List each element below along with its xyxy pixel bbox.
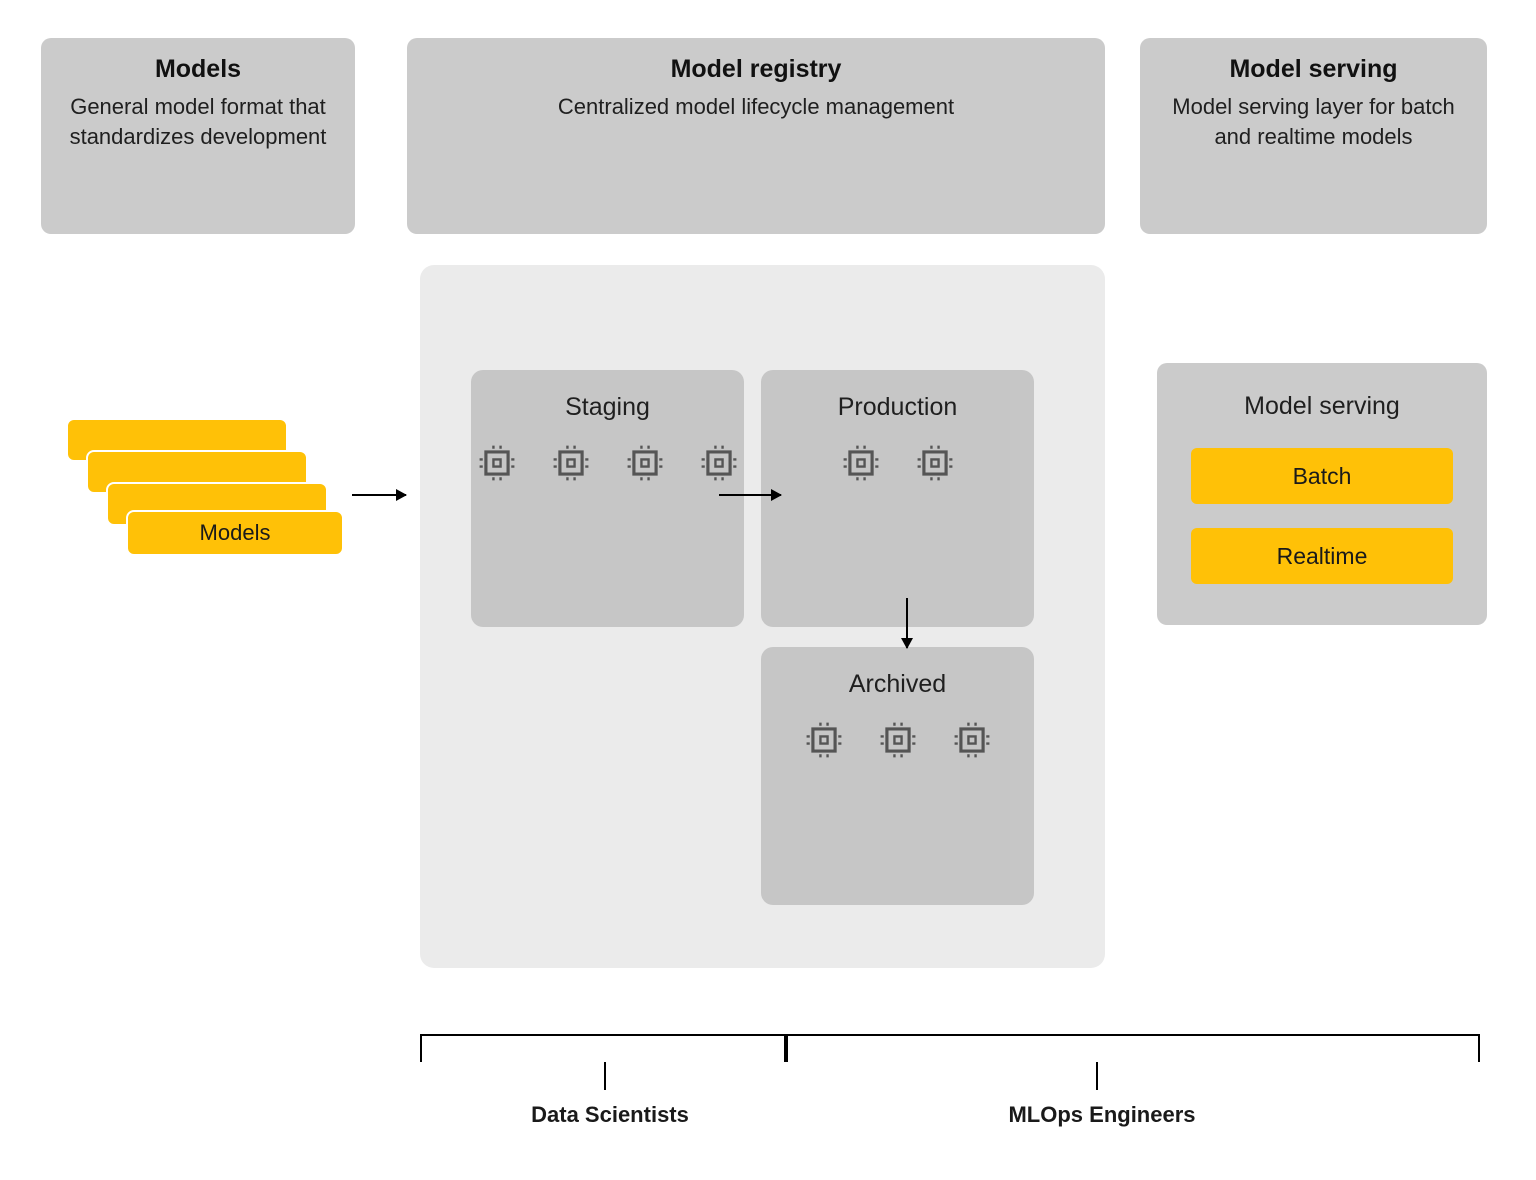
stage-box-archived: Archived	[761, 647, 1034, 905]
model-stack-card-labeled: Models	[126, 510, 344, 556]
header-subtitle-model-serving: Model serving layer for batch and realti…	[1172, 94, 1455, 149]
stage-box-production: Production	[761, 370, 1034, 627]
role-bracket-mlops-engineers	[786, 1034, 1480, 1062]
stage-title-production: Production	[837, 393, 958, 421]
stage-models-production	[761, 444, 1034, 482]
header-title-models: Models	[154, 55, 242, 83]
cpu-chip-icon	[880, 722, 915, 758]
header-card-model-registry: Model registry Centralized model lifecyc…	[407, 38, 1105, 234]
header-subtitle-models: General model format that standardizes d…	[69, 94, 327, 149]
cpu-chip-icon	[954, 722, 989, 758]
serving-option-realtime[interactable]: Realtime	[1191, 528, 1453, 584]
role-bracket-data-scientists	[420, 1034, 786, 1062]
stage-models-archived	[761, 721, 1034, 759]
arrow-models-to-registry-icon	[352, 489, 407, 501]
serving-option-batch[interactable]: Batch	[1191, 448, 1453, 504]
role-bracket-tick-mlops-engineers	[1096, 1062, 1098, 1090]
arrow-production-to-archived-icon	[901, 598, 913, 649]
role-bracket-tick-data-scientists	[604, 1062, 606, 1090]
stage-models-staging	[471, 444, 744, 482]
cpu-chip-icon	[843, 445, 878, 481]
model-serving-panel-title: Model serving	[1244, 392, 1400, 420]
header-subtitle-model-registry: Centralized model lifecycle management	[557, 94, 955, 119]
cpu-chip-icon	[553, 445, 588, 481]
model-stack-label: Models	[199, 520, 271, 545]
header-card-model-serving: Model serving Model serving layer for ba…	[1140, 38, 1487, 234]
cpu-chip-icon	[806, 722, 841, 758]
serving-option-realtime-label: Realtime	[1276, 542, 1368, 569]
header-title-model-registry: Model registry	[670, 55, 842, 83]
stage-title-archived: Archived	[848, 670, 947, 698]
arrow-staging-to-production-icon	[719, 489, 782, 501]
stage-box-staging: Staging	[471, 370, 744, 627]
role-label-mlops-engineers: MLOps Engineers	[1008, 1102, 1196, 1127]
stage-title-staging: Staging	[565, 393, 650, 421]
cpu-chip-icon	[479, 445, 514, 481]
cpu-chip-icon	[701, 445, 736, 481]
cpu-chip-icon	[917, 445, 952, 481]
header-card-models: Models General model format that standar…	[41, 38, 355, 234]
header-title-model-serving: Model serving	[1229, 55, 1398, 83]
cpu-chip-icon	[627, 445, 662, 481]
serving-option-batch-label: Batch	[1292, 462, 1352, 489]
role-label-data-scientists: Data Scientists	[531, 1102, 689, 1127]
